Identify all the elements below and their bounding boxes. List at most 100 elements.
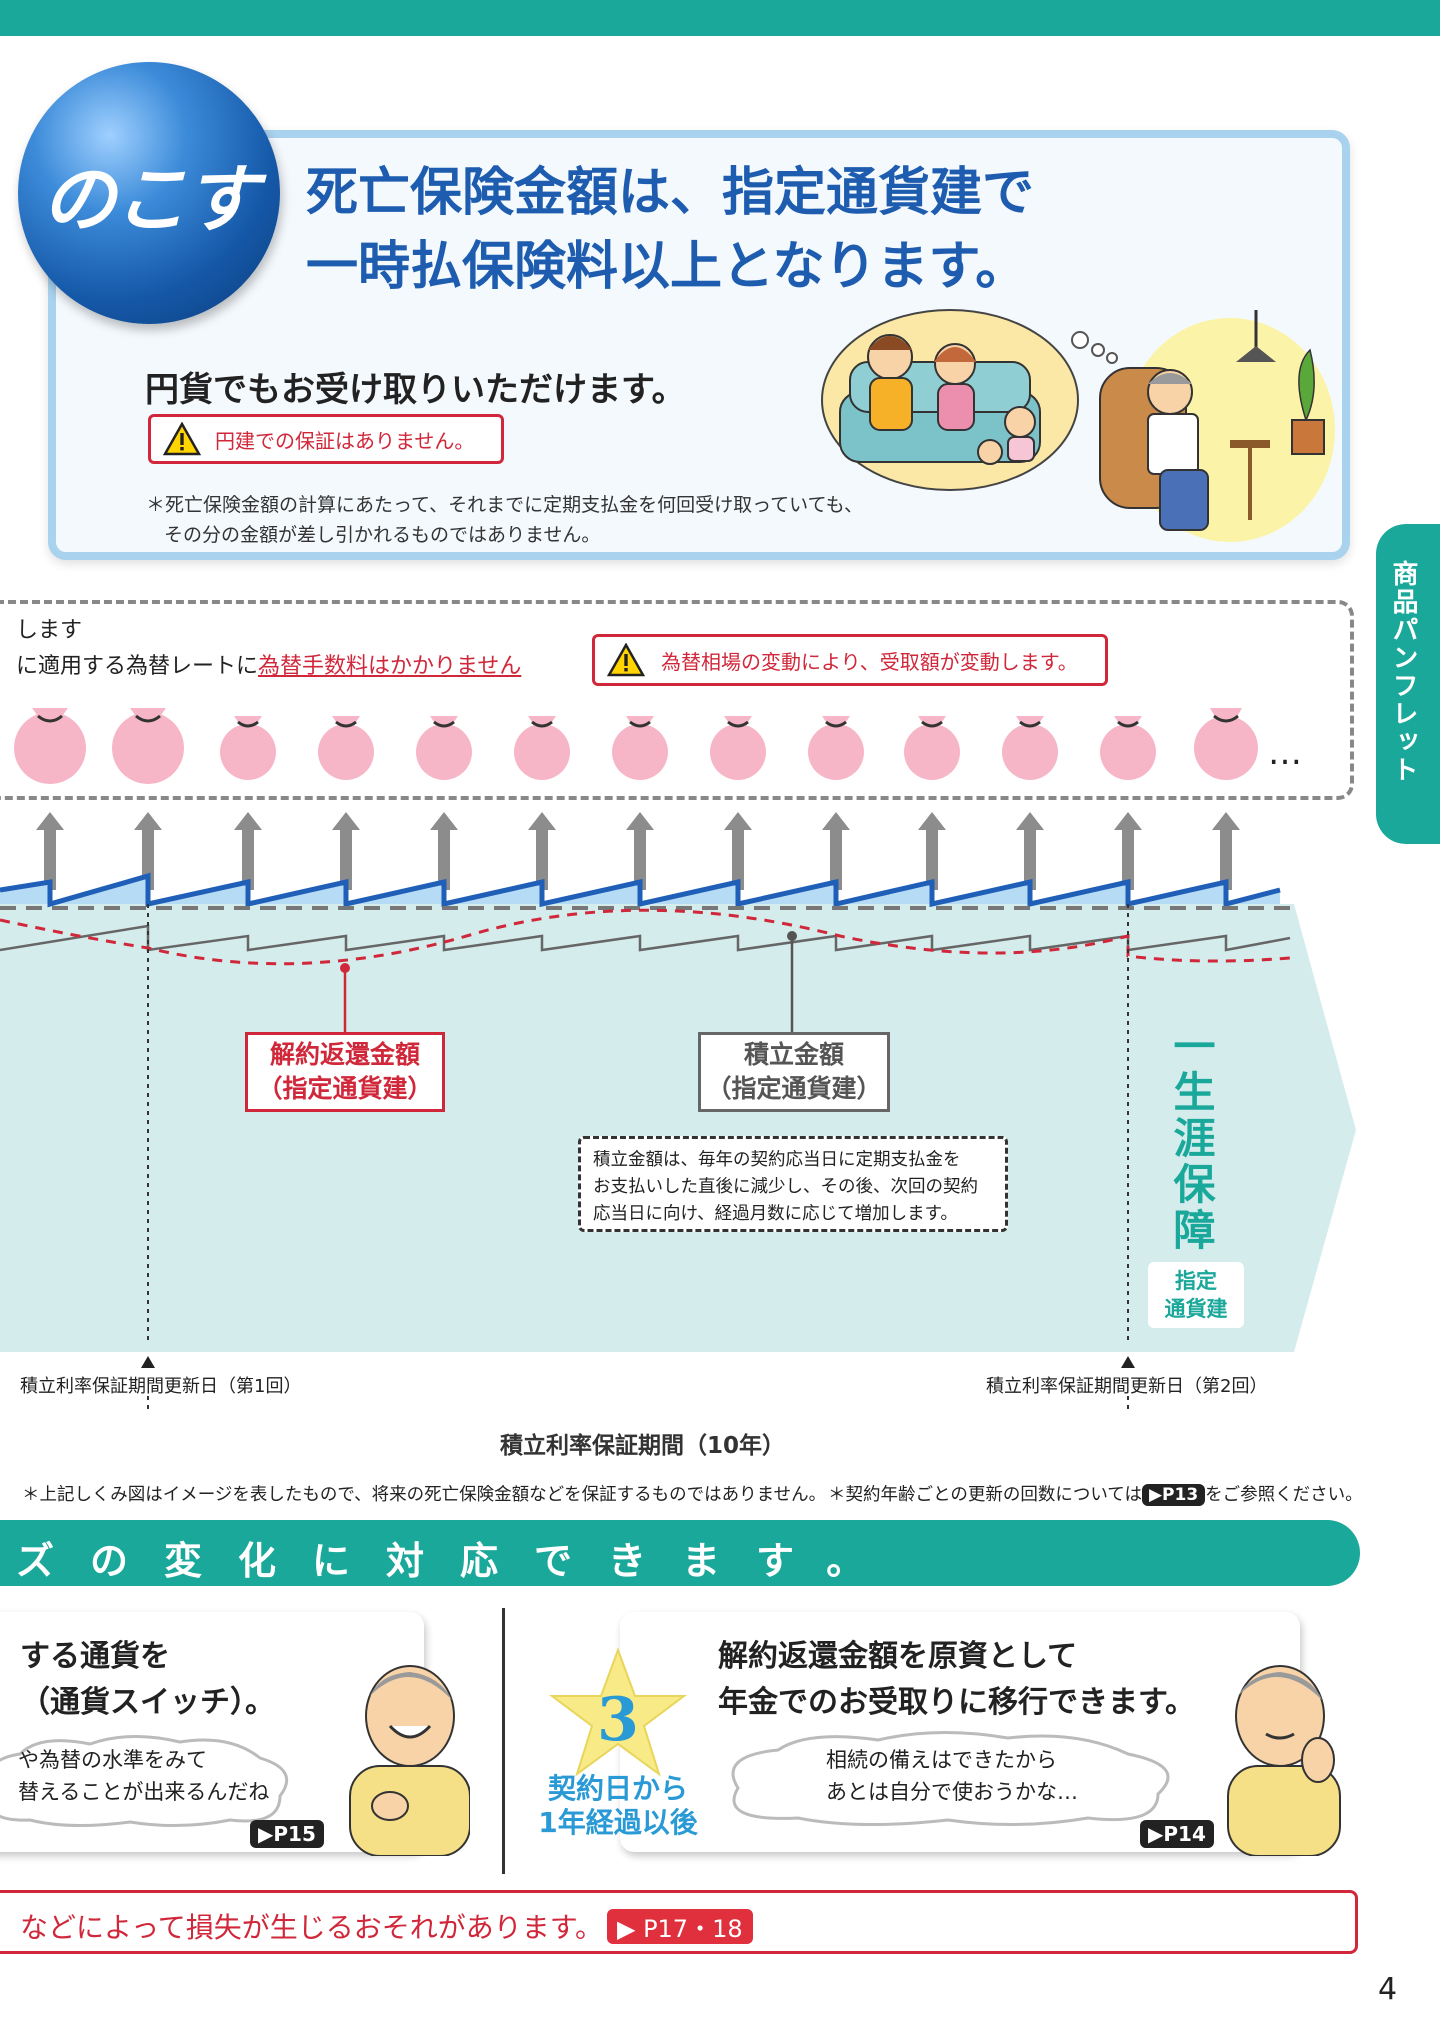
page-link-p14[interactable]: ▶P14 bbox=[1140, 1820, 1214, 1848]
money-bag-icon bbox=[318, 716, 374, 780]
page-number: 4 bbox=[1378, 1972, 1398, 2007]
accumulation-note-line3: 応当日に向け、経過月数に応じて増加します。 bbox=[593, 1204, 958, 1224]
subtitle: 円貨でもお受け取りいただけます。 bbox=[145, 370, 686, 410]
band-text-prefix: に適用する為替レートに bbox=[16, 654, 259, 679]
money-bag-icon bbox=[14, 708, 86, 784]
smiling-man-illustration bbox=[349, 1665, 470, 1856]
currency-switch-bubble: や為替の水準をみて 替えることが出来るんだね bbox=[18, 1744, 269, 1808]
currency-switch-title: する通貨を （通貨スイッチ）。 bbox=[20, 1634, 275, 1726]
band-text-highlight: 為替手数料はかかりません bbox=[258, 654, 522, 679]
headline-line2: 一時払保険料以上となります。 bbox=[306, 237, 1028, 297]
page-link-p17-18[interactable]: ▶ P17・18 bbox=[606, 1909, 753, 1944]
ellipsis: … bbox=[1268, 733, 1302, 773]
panel-divider bbox=[502, 1608, 505, 1874]
surrender-label-line1: 解約返還金額 bbox=[269, 1040, 420, 1069]
star-badge-icon: 3 bbox=[549, 1647, 687, 1777]
band-text-line1: します bbox=[16, 618, 83, 643]
page-link-p14-label: P14 bbox=[1163, 1822, 1206, 1846]
nokosu-badge: のこす bbox=[18, 62, 280, 324]
money-bag-icon bbox=[904, 716, 960, 780]
money-bag-icon bbox=[416, 716, 472, 780]
currency-switch-bubble-line2: 替えることが出来るんだね bbox=[18, 1780, 270, 1804]
annuity-title: 解約返還金額を原資として 年金でのお受取りに移行できます。 bbox=[718, 1634, 1195, 1726]
yen-warning-text: 円建での保証はありません。 bbox=[215, 428, 475, 453]
section-banner-text: ズの変化に対応できます。 bbox=[16, 1539, 901, 1583]
annuity-title-line1: 解約返還金額を原資として bbox=[718, 1639, 1078, 1674]
page-link-p13-label: P13 bbox=[1162, 1485, 1199, 1505]
money-bag-icon bbox=[514, 716, 570, 780]
mechanism-diagram: … bbox=[0, 708, 1356, 1410]
accumulation-note-line1: 積立金額は、毎年の契約応当日に定期支払金を bbox=[593, 1150, 961, 1170]
currency-switch-title-line1: する通貨を bbox=[20, 1639, 170, 1674]
accumulation-label-line2: （指定通貨建） bbox=[706, 1074, 882, 1103]
currency-switch-bubble-line1: や為替の水準をみて bbox=[18, 1748, 207, 1772]
risk-text: などによって損失が生じるおそれがあります。 bbox=[20, 1911, 603, 1944]
money-bag-icon bbox=[612, 716, 668, 780]
page-link-p13[interactable]: ▶P13 bbox=[1141, 1484, 1206, 1506]
accumulation-label: 積立金額 （指定通貨建） bbox=[698, 1032, 890, 1112]
accumulation-label-line1: 積立金額 bbox=[743, 1040, 844, 1069]
exchange-warning-text: 為替相場の変動により、受取額が変動します。 bbox=[661, 649, 1078, 674]
accumulation-note-line2: お支払いした直後に減少し、その後、次回の契約 bbox=[593, 1177, 978, 1197]
accumulation-note: 積立金額は、毎年の契約応当日に定期支払金を お支払いした直後に減少し、その後、次… bbox=[578, 1136, 1008, 1232]
money-bags: … bbox=[14, 708, 1302, 784]
star-caption-line2: 1年経過以後 bbox=[538, 1806, 698, 1839]
currency-badge-line2: 通貨建 bbox=[1164, 1297, 1228, 1321]
currency-switch-title-line2: （通貨スイッチ）。 bbox=[20, 1685, 275, 1720]
section-banner: ズの変化に対応できます。 bbox=[0, 1520, 1360, 1586]
side-tab[interactable]: 商品パンフレット bbox=[1376, 524, 1440, 844]
page-link-p15-label: P15 bbox=[273, 1822, 316, 1846]
lifetime-coverage: 一生涯保障 bbox=[1167, 1024, 1216, 1254]
death-benefit-line bbox=[0, 872, 1281, 908]
headline-line1: 死亡保険金額は、指定通貨建で bbox=[306, 163, 1035, 223]
band-text-line2: に適用する為替レートに為替手数料はかかりません bbox=[16, 648, 521, 680]
footnote-right-prefix: ＊契約年齢ごとの更新の回数については bbox=[828, 1485, 1142, 1505]
money-bag-icon bbox=[808, 716, 864, 780]
guarantee-period: 積立利率保証期間（10年） bbox=[500, 1433, 786, 1459]
side-tab-label: 商品パンフレット bbox=[1388, 560, 1418, 784]
header-note-line1: ＊死亡保険金額の計算にあたって、それまでに定期支払金を何回受け取っていても、 bbox=[146, 494, 864, 516]
annuity-bubble-line1: 相続の備えはできたから bbox=[826, 1748, 1057, 1772]
top-bar bbox=[0, 0, 1440, 36]
money-bag-icon bbox=[710, 716, 766, 780]
speech-cloud bbox=[0, 1735, 289, 1828]
currency-badge-line1: 指定 bbox=[1175, 1269, 1217, 1293]
renewal-marker-1 bbox=[141, 1356, 155, 1368]
page-link-p17-18-label: P17・18 bbox=[643, 1915, 743, 1943]
star-number: 3 bbox=[597, 1685, 639, 1755]
money-bag-icon bbox=[112, 708, 184, 784]
headline: 死亡保険金額は、指定通貨建で 一時払保険料以上となります。 bbox=[306, 156, 1146, 304]
yen-warning-box: 円建での保証はありません。 bbox=[148, 414, 504, 464]
exchange-warning-box: 為替相場の変動により、受取額が変動します。 bbox=[592, 634, 1108, 686]
money-bag-icon bbox=[1100, 716, 1156, 780]
speech-cloud bbox=[731, 1731, 1170, 1827]
surrender-label-line2: （指定通貨建） bbox=[257, 1074, 433, 1103]
currency-badge: 指定 通貨建 bbox=[1148, 1262, 1244, 1328]
renewal-date-2: 積立利率保証期間更新日（第2回） bbox=[986, 1376, 1268, 1397]
payment-arrows bbox=[36, 812, 1240, 890]
family-illustration bbox=[821, 309, 1079, 491]
star-caption-line1: 契約日から bbox=[547, 1772, 688, 1805]
annuity-bubble: 相続の備えはできたから あとは自分で使おうかな… bbox=[826, 1744, 1078, 1808]
coverage-area bbox=[0, 904, 1356, 1352]
money-bag-icon bbox=[1194, 708, 1258, 780]
surrender-curve bbox=[0, 908, 1291, 966]
thinking-man-illustration bbox=[1071, 310, 1335, 542]
money-bag-icon bbox=[1002, 716, 1058, 780]
money-bag-icon bbox=[220, 716, 276, 780]
annuity-bubble-line2: あとは自分で使おうかな… bbox=[826, 1780, 1078, 1804]
warning-icon bbox=[163, 422, 201, 456]
page-link-p15[interactable]: ▶P15 bbox=[250, 1820, 324, 1848]
annuity-title-line2: 年金でのお受取りに移行できます。 bbox=[718, 1685, 1195, 1720]
footnote-left: ＊上記しくみ図はイメージを表したもので、将来の死亡保険金額などを保証するものでは… bbox=[22, 1485, 827, 1505]
accumulation-line bbox=[0, 924, 1291, 952]
header-note: ＊死亡保険金額の計算にあたって、それまでに定期支払金を何回受け取っていても、 そ… bbox=[146, 490, 863, 550]
thinking-man-icon bbox=[1227, 1665, 1341, 1856]
warning-icon bbox=[607, 643, 645, 677]
surrender-label: 解約返還金額 （指定通貨建） bbox=[245, 1032, 445, 1112]
renewal-date-1: 積立利率保証期間更新日（第1回） bbox=[20, 1376, 302, 1397]
footnote-right-suffix: をご参照ください。 bbox=[1205, 1485, 1363, 1505]
star-caption: 契約日から 1年経過以後 bbox=[528, 1772, 708, 1840]
renewal-marker-2 bbox=[1121, 1356, 1135, 1368]
